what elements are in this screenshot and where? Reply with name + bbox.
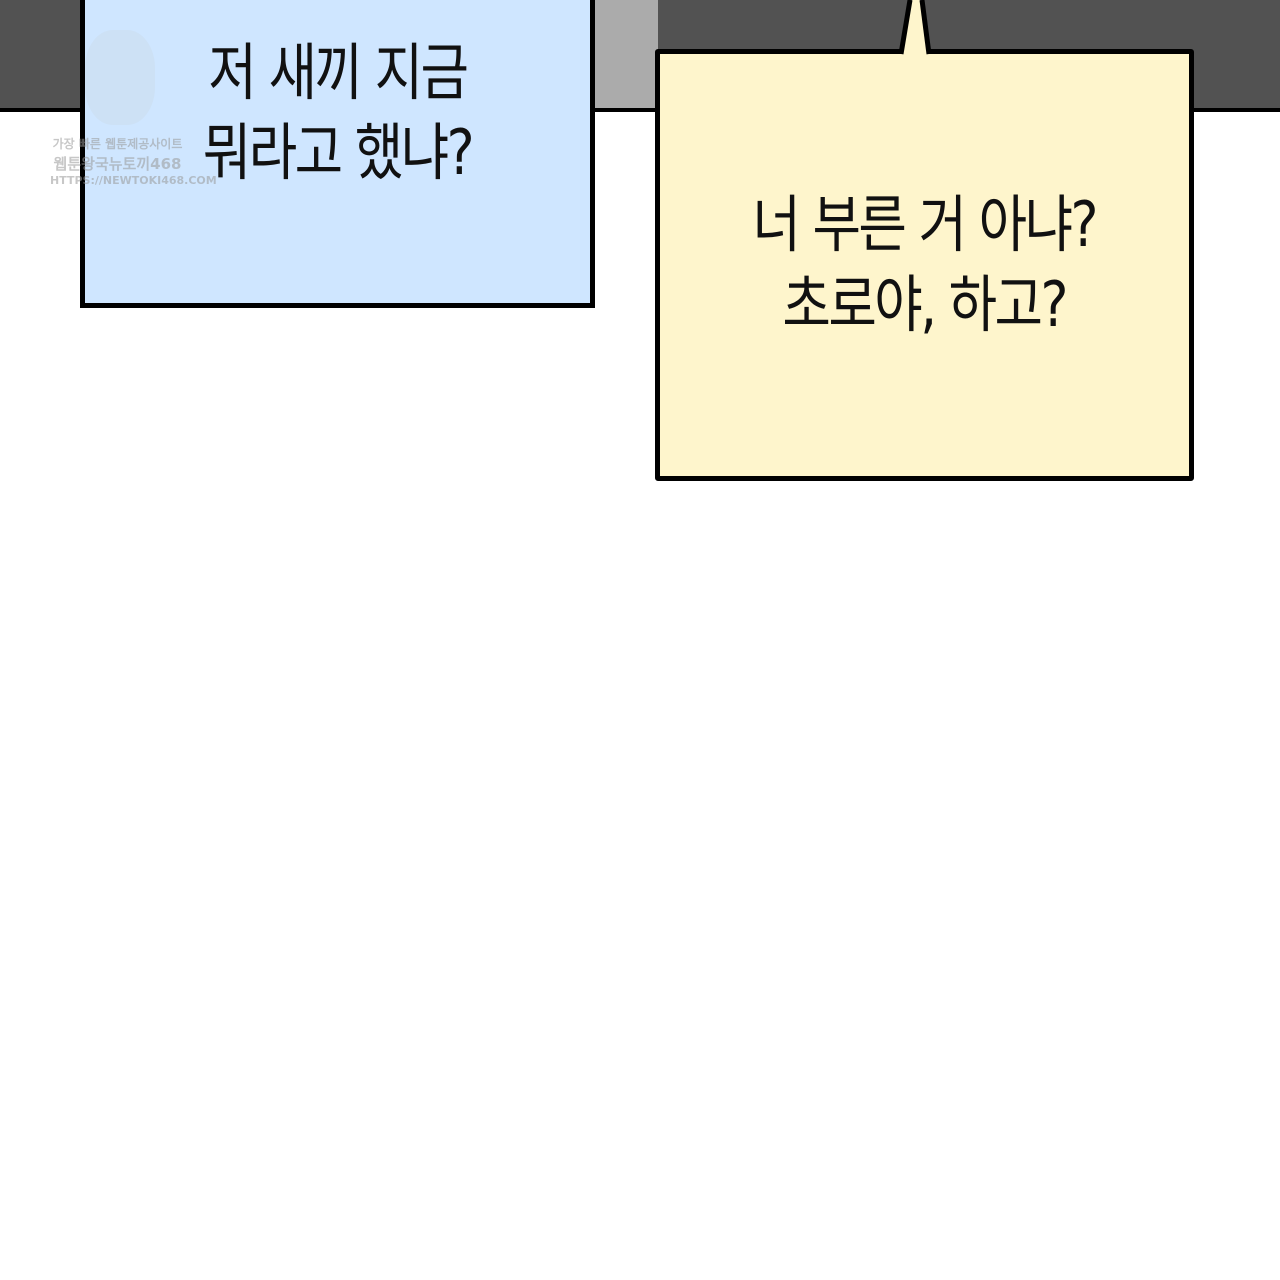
background-gray-strip	[594, 0, 658, 108]
speech-box-left: 저 새끼 지금 뭐라고 했냐?	[80, 0, 595, 308]
watermark-line2: 웹툰왕국뉴토끼468	[53, 155, 182, 173]
watermark-line1: 가장 빠른 웹툰제공사이트	[52, 137, 183, 151]
speech-text-left: 저 새끼 지금 뭐라고 했냐?	[202, 36, 475, 189]
watermark-mascot-icon	[85, 30, 155, 125]
speech-text-right: 너 부른 거 아냐? 초로야, 하고?	[752, 188, 1099, 341]
speech-tail	[898, 0, 932, 55]
speech-box-right: 너 부른 거 아냐? 초로야, 하고?	[655, 49, 1194, 481]
watermark-line3: HTTPS://NEWTOKI468.COM	[50, 174, 217, 187]
watermark: 가장 빠른 웹툰제공사이트 웹툰왕국뉴토끼468 HTTPS://NEWTOKI…	[50, 20, 217, 195]
